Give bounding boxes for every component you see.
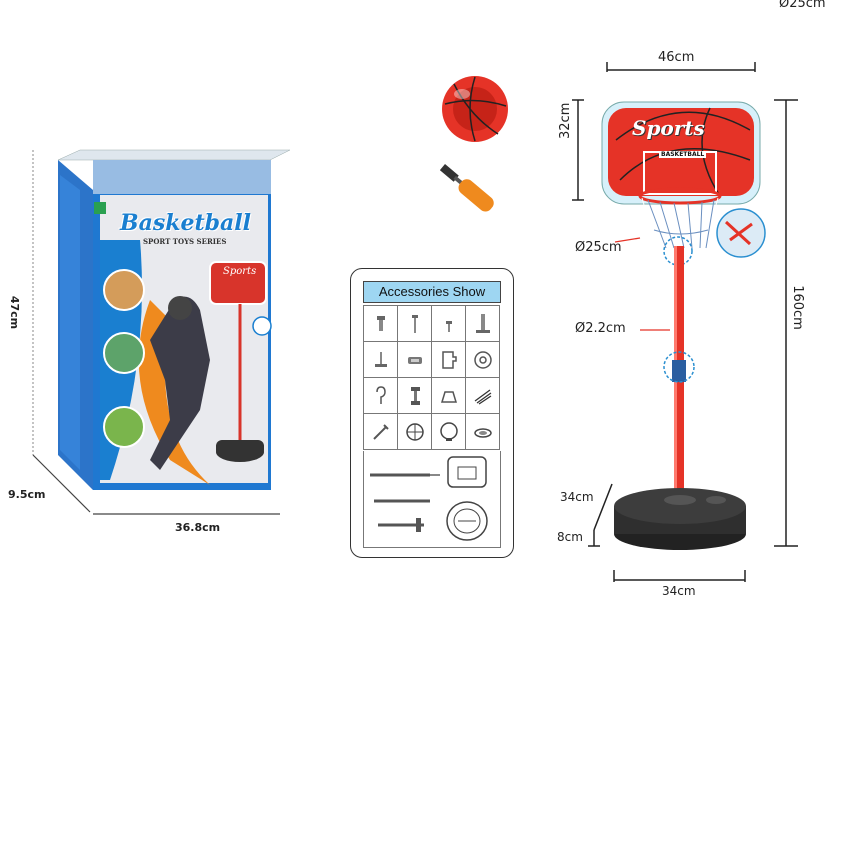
cap-icon xyxy=(466,414,500,450)
product-box-svg xyxy=(32,149,291,515)
accessories-card: Accessories Show xyxy=(350,268,514,558)
hoop-backboard-sub: BASKETBALL xyxy=(659,151,707,158)
pole-diameter-label: Ø2.2cm xyxy=(575,321,626,336)
hoop-backboard-title: Sports xyxy=(632,116,705,140)
screw-icon xyxy=(398,306,432,342)
box-height-label: 47cm xyxy=(8,295,22,330)
pin-icon xyxy=(364,342,398,378)
basketball-hoop-illustration xyxy=(560,60,850,620)
product-box-illustration xyxy=(0,0,300,560)
rim-diameter-label: Ø25cm xyxy=(575,240,622,255)
box-title: Basketball xyxy=(120,210,251,236)
box-backboard-text: Sports xyxy=(223,266,257,277)
ball-and-pump xyxy=(439,76,520,226)
light-bulb-icon xyxy=(432,414,466,450)
box-subtitle: SPORT TOYS SERIES xyxy=(143,237,227,246)
hook-icon xyxy=(364,378,398,414)
small-screw-icon xyxy=(432,306,466,342)
base-depth-label: 34cm xyxy=(560,490,594,504)
accessories-grid xyxy=(363,305,500,450)
long-bolt-icon xyxy=(466,306,500,342)
net-icon xyxy=(466,378,500,414)
wrench-icon xyxy=(398,378,432,414)
total-height-label: 160cm xyxy=(789,285,805,330)
accessories-title: Accessories Show xyxy=(363,281,501,303)
base-height-label: 8cm xyxy=(557,530,583,544)
box-width-label: 36.8cm xyxy=(175,521,221,534)
bracket-icon xyxy=(432,342,466,378)
washer-icon xyxy=(466,342,500,378)
base-width-label: 34cm xyxy=(662,584,696,598)
pump-icon xyxy=(364,414,398,450)
clip-icon xyxy=(432,378,466,414)
box-depth-label: 9.5cm xyxy=(8,488,46,501)
top-rim-diameter-label: Ø25cm xyxy=(779,0,826,11)
ball-icon xyxy=(398,414,432,450)
backboard-width-label: 46cm xyxy=(658,50,695,65)
nut-icon xyxy=(398,342,432,378)
pump-icon xyxy=(439,164,494,212)
bolt-icon xyxy=(364,306,398,342)
backboard-height-label: 32cm xyxy=(558,102,573,139)
accessories-parts xyxy=(363,451,501,548)
